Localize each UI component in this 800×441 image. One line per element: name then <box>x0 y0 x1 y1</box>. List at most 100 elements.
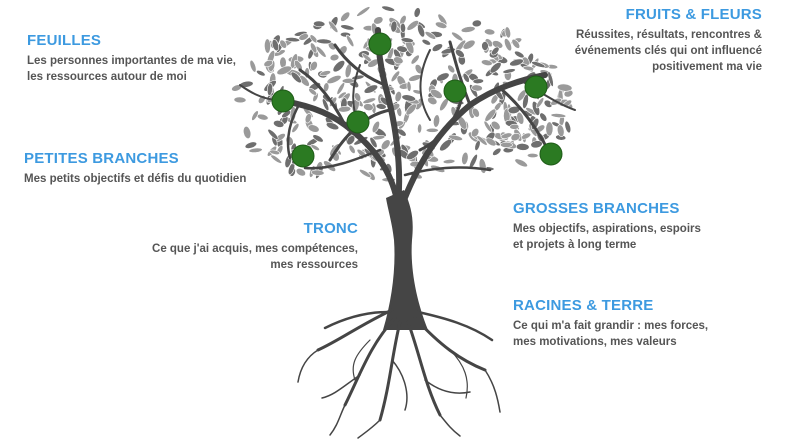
leaf-icon <box>279 39 287 49</box>
leaf-icon <box>504 26 511 39</box>
fruits-group <box>271 32 563 168</box>
leaf-icon <box>424 31 437 40</box>
leaf-icon <box>417 24 426 38</box>
branch-icon <box>418 93 464 152</box>
branch-icon <box>448 40 472 107</box>
leaf-icon <box>521 132 532 140</box>
leaf-icon <box>430 88 443 99</box>
root-icon <box>449 349 468 399</box>
leaf-icon <box>276 65 293 76</box>
leaf-icon <box>433 114 440 128</box>
root-icon <box>378 320 402 422</box>
label-feuilles: FEUILLES Les personnes importantes de ma… <box>27 32 267 85</box>
leaf-icon <box>304 113 312 124</box>
leaf-icon <box>510 133 521 142</box>
label-line: les ressources autour de moi <box>27 71 187 83</box>
branch-icon <box>333 43 387 87</box>
root-icon <box>343 316 397 407</box>
label-fruits-fleurs: FRUITS & FLEURS Réussites, résultats, re… <box>522 6 762 75</box>
leaf-icon <box>340 24 355 31</box>
label-description: Mes objectifs, aspirations, espoirs et p… <box>513 221 733 253</box>
leaf-icon <box>471 84 483 92</box>
leaf-icon <box>439 139 452 152</box>
label-line: événements clés qui ont influencé <box>574 45 762 57</box>
leaf-icon <box>557 83 573 92</box>
leaf-icon <box>315 46 327 58</box>
leaf-icon <box>492 147 502 156</box>
leaf-icon <box>472 78 484 84</box>
root-icon <box>439 414 461 437</box>
label-description: Réussites, résultats, rencontres & événe… <box>522 27 762 75</box>
leaf-icon <box>310 144 320 151</box>
fruit-circle-icon <box>524 75 548 99</box>
leaf-icon <box>550 113 567 118</box>
leaf-icon <box>273 120 285 128</box>
label-line: Ce qui m'a fait grandir : mes forces, <box>513 320 709 332</box>
leaf-icon <box>351 74 365 81</box>
fruit-circle-icon <box>443 79 467 103</box>
root-icon <box>391 359 408 411</box>
leaf-icon <box>545 121 554 137</box>
root-icon <box>424 379 471 394</box>
branch-icon <box>298 68 347 127</box>
leaf-icon <box>431 43 443 52</box>
leaf-icon <box>248 147 263 153</box>
leaf-icon <box>499 141 513 148</box>
root-icon <box>484 369 501 413</box>
leaf-icon <box>243 125 252 140</box>
leaf-icon <box>363 84 379 94</box>
leaf-icon <box>264 38 271 54</box>
branch-icon <box>419 49 431 121</box>
leaf-icon <box>442 159 456 164</box>
label-line: Les personnes importantes de ma vie, <box>27 55 236 67</box>
leaf-icon <box>400 22 406 33</box>
leaf-icon <box>337 105 352 113</box>
leaf-icon <box>461 151 469 165</box>
leaf-icon <box>309 34 318 44</box>
leaf-icon <box>509 123 520 130</box>
leaf-icon <box>394 91 402 103</box>
leaf-icon <box>346 135 356 146</box>
label-line: Ce que j'ai acquis, mes compétences, <box>152 243 358 255</box>
leaf-icon <box>484 28 496 36</box>
leaf-icon <box>359 169 372 178</box>
leaves-group <box>231 5 574 183</box>
leaf-icon <box>390 20 398 33</box>
root-icon <box>321 374 361 399</box>
label-line: positivement ma vie <box>652 61 762 73</box>
leaf-icon <box>500 132 513 139</box>
label-title: RACINES & TERRE <box>513 297 654 314</box>
fruit-circle-icon <box>539 142 563 166</box>
leaf-icon <box>472 107 480 118</box>
leaf-icon <box>249 59 257 73</box>
fruit-circle-icon <box>291 144 315 168</box>
leaf-icon <box>381 5 395 12</box>
label-title: FEUILLES <box>27 32 102 49</box>
label-line: Mes petits objectifs et défis du quotidi… <box>24 173 247 185</box>
leaf-icon <box>323 82 330 92</box>
leaf-icon <box>421 39 431 46</box>
label-line: mes ressources <box>270 259 358 271</box>
leaf-icon <box>522 93 529 109</box>
leaf-icon <box>266 82 273 96</box>
branch-icon <box>303 148 382 170</box>
leaf-icon <box>516 111 525 125</box>
leaf-icon <box>290 71 302 84</box>
leaf-icon <box>556 124 565 138</box>
fruit-circle-icon <box>271 89 295 113</box>
leaf-icon <box>269 149 281 155</box>
leaf-icon <box>462 39 476 50</box>
leaf-icon <box>514 50 525 59</box>
leaf-icon <box>244 141 258 149</box>
branch-icon <box>403 166 492 177</box>
label-title: FRUITS & FLEURS <box>625 6 762 23</box>
branch-icon <box>239 84 276 101</box>
trunk-icon <box>383 190 428 330</box>
leaf-icon <box>313 20 326 28</box>
label-petites-branches: PETITES BRANCHES Mes petits objectifs et… <box>24 150 284 187</box>
leaf-icon <box>312 134 324 143</box>
root-icon <box>352 339 371 381</box>
leaf-icon <box>310 169 325 176</box>
